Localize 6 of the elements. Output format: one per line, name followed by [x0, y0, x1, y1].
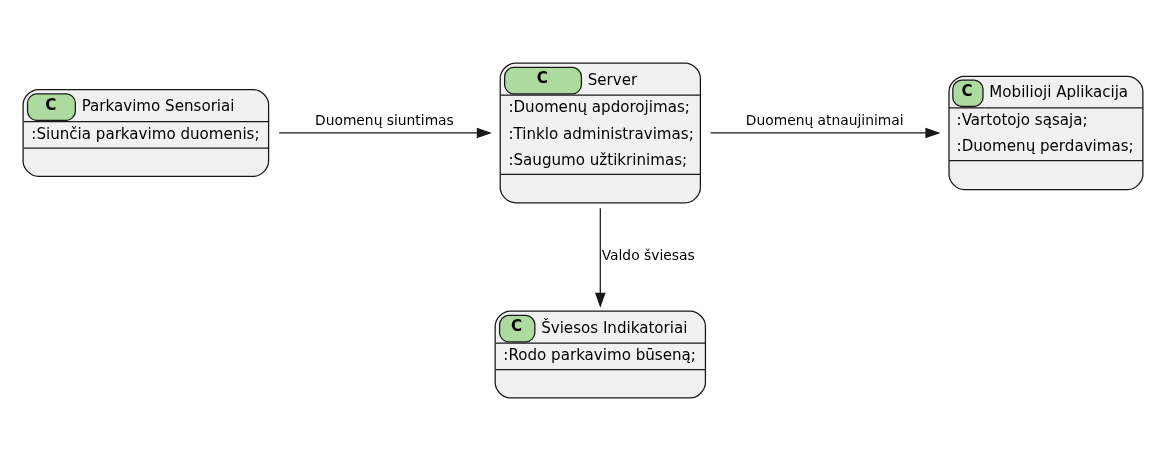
edge-label: Duomenų atnaujinimai [745, 112, 904, 129]
arrow [278, 127, 492, 139]
arrow [709, 127, 941, 139]
edge-label: Valdo šviesas [601, 247, 695, 264]
edge-label: Duomenų siuntimas [315, 112, 454, 129]
arrow [595, 207, 606, 308]
